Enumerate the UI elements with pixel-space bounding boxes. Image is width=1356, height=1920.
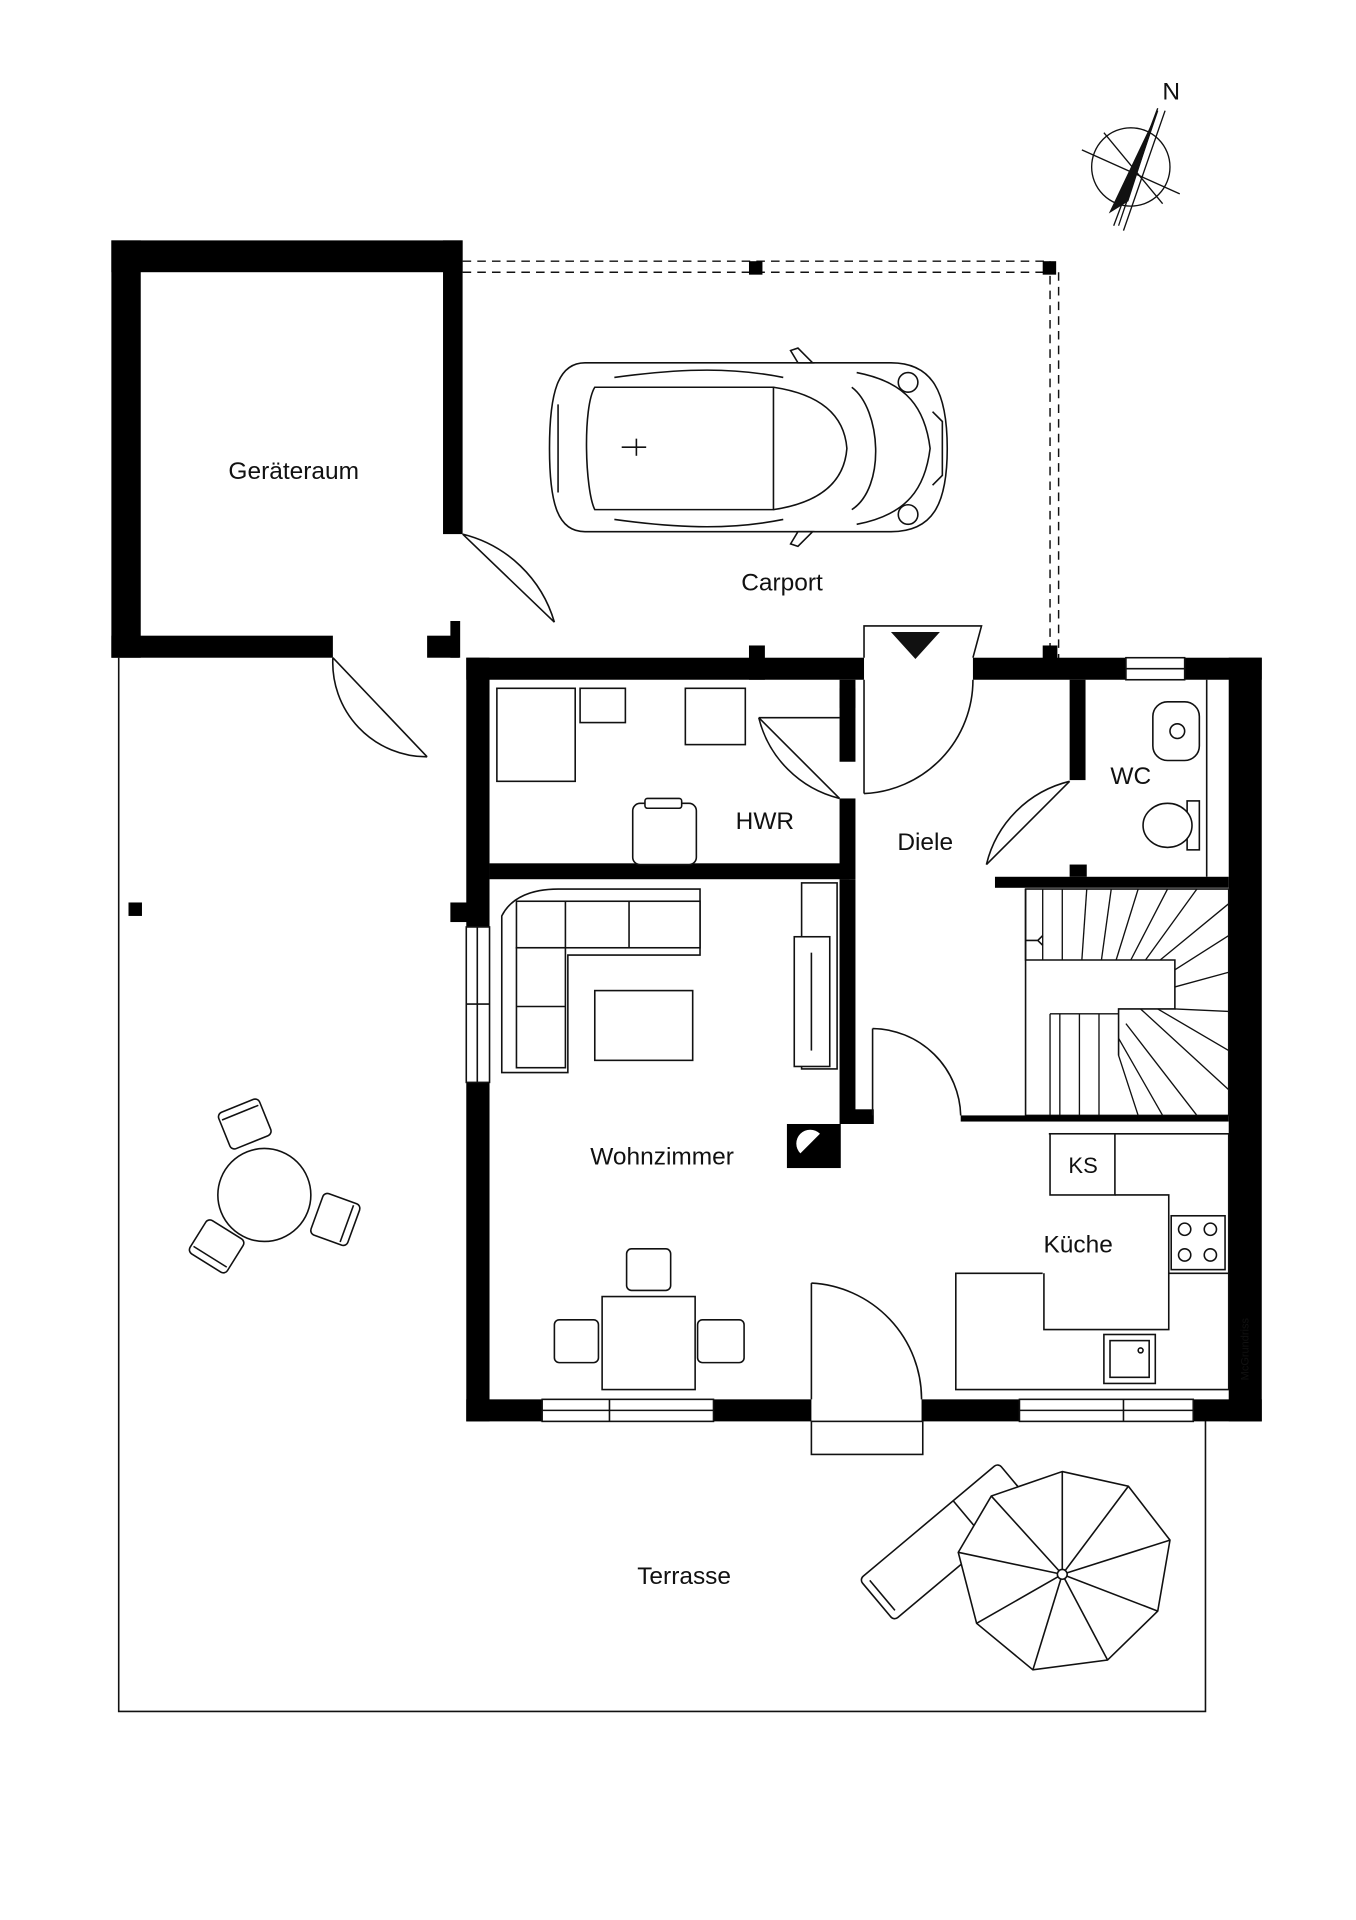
room-label-kueche: Küche — [1043, 1231, 1112, 1258]
room-label-wohnzimmer: Wohnzimmer — [590, 1143, 734, 1170]
windows — [465, 656, 1195, 1423]
fridge-label: KS — [1068, 1153, 1097, 1178]
room-label-geraeteraum: Geräteraum — [228, 458, 359, 485]
sofa — [500, 888, 701, 1074]
staircase — [960, 888, 1230, 1122]
carport-roof — [462, 260, 1060, 673]
terrace-outline — [117, 657, 1207, 1713]
north-label: N — [1162, 79, 1180, 106]
north-arrow-icon: N — [1081, 79, 1181, 231]
room-label-wc: WC — [1110, 763, 1151, 790]
parasol-icon — [957, 1470, 1171, 1671]
kitchen-counter — [955, 1132, 1230, 1391]
tv-unit — [793, 882, 838, 1070]
car-icon — [548, 347, 949, 548]
credit-label: McGrundriss — [1239, 1318, 1251, 1381]
stove-icon — [786, 1123, 841, 1169]
terrace-post — [128, 902, 142, 916]
kitchen-door — [871, 1027, 962, 1116]
wc-door — [985, 780, 1071, 866]
dining-table — [553, 1248, 745, 1391]
hwr-appliances — [496, 687, 747, 866]
room-label-hwr: HWR — [736, 808, 794, 835]
room-label-carport: Carport — [741, 569, 823, 596]
terrace-door — [810, 1282, 924, 1456]
room-label-terrasse: Terrasse — [637, 1563, 731, 1590]
hwr-door — [758, 716, 841, 800]
entrance-door — [863, 625, 983, 795]
coffee-table — [593, 989, 694, 1062]
interior-walls — [489, 679, 1229, 1124]
shed-walls — [111, 240, 463, 658]
patio-table — [188, 1098, 361, 1274]
room-label-diele: Diele — [897, 829, 953, 856]
wc-fixtures — [1142, 679, 1208, 877]
shed-door — [332, 533, 556, 758]
